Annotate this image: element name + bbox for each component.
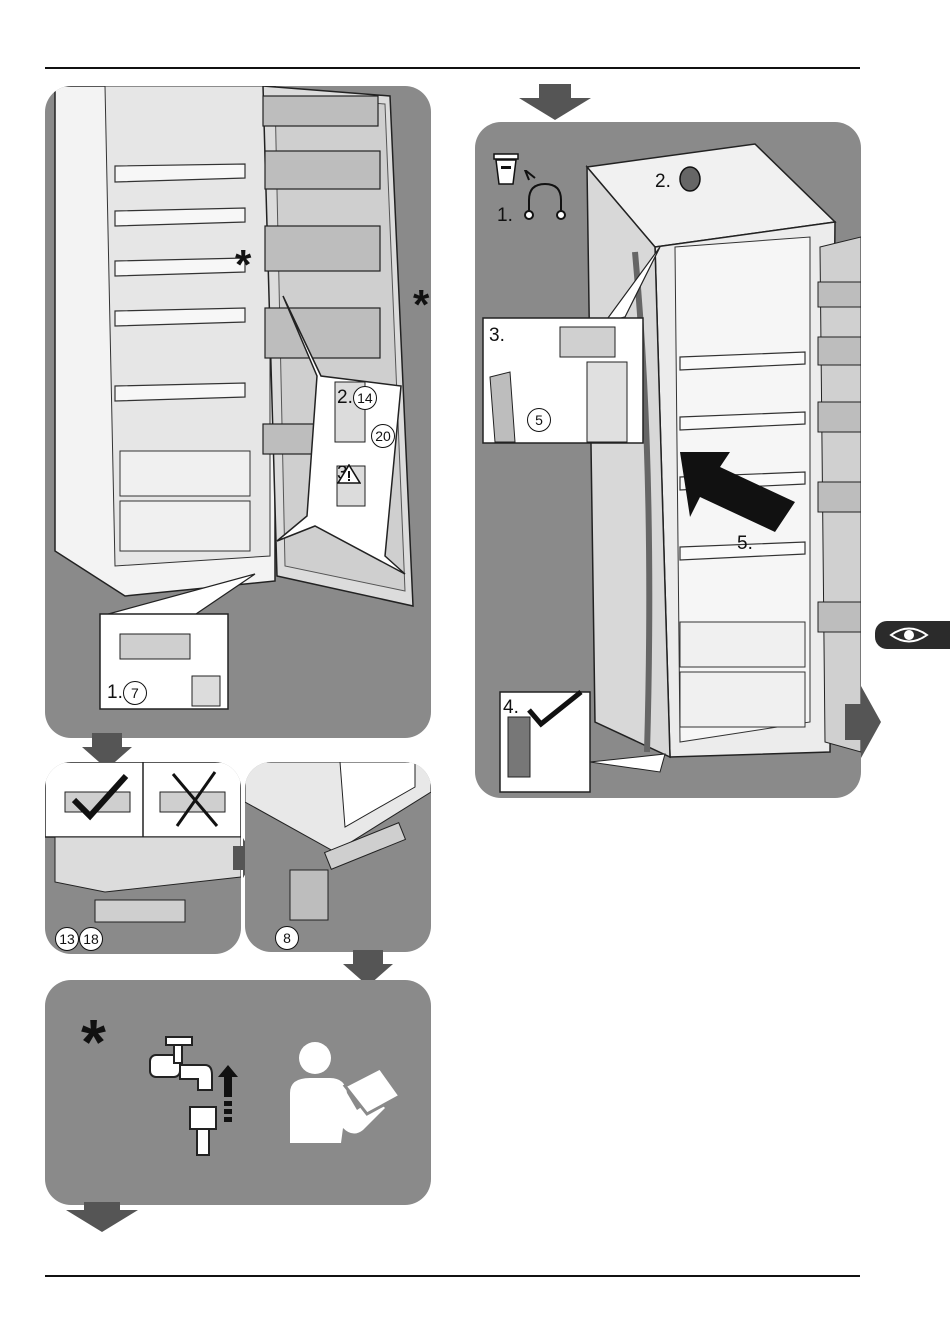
step-label: 1.7 xyxy=(107,681,147,705)
part-badge-label: 20 xyxy=(371,424,395,448)
part-badge: 14 xyxy=(353,386,377,410)
part-badge: 13 xyxy=(55,927,79,951)
part-badge-label: 5 xyxy=(527,408,551,432)
panel-niche-installation: 1. 2. 3. 5 5. 4. xyxy=(475,122,861,798)
cross-out-icon xyxy=(165,768,225,828)
screw-icon xyxy=(679,166,701,192)
panel-hinge-cover-drawing xyxy=(245,762,431,952)
bottom-rule xyxy=(45,1275,860,1277)
top-rule xyxy=(45,67,860,69)
step-label: 1. xyxy=(497,206,513,225)
water-tap-icon xyxy=(140,1035,250,1165)
part-badge: 8 xyxy=(275,926,299,950)
down-arrow-icon xyxy=(66,1202,138,1232)
step-label: 3. xyxy=(489,326,505,345)
step-label: 3. xyxy=(337,464,353,483)
part-badge: 7 xyxy=(123,681,147,705)
part-badge-label: 8 xyxy=(275,926,299,950)
eye-icon xyxy=(889,624,929,646)
read-manual-icon xyxy=(285,1038,405,1148)
panel-hinge-cover: 8 xyxy=(245,762,431,952)
step-label: 2.14 xyxy=(337,386,377,410)
panel-water-connection: * xyxy=(45,980,431,1205)
step-label: 2. xyxy=(655,172,671,191)
part-badge: 20 xyxy=(371,424,395,448)
check-mark-icon xyxy=(70,772,130,822)
section-tab xyxy=(875,621,950,649)
panel-door-removal: * * 2.14 20 3. 1.7 xyxy=(45,86,431,738)
step-label: 5. xyxy=(737,534,753,553)
right-arrow-icon xyxy=(845,686,881,758)
asterisk-mark: * xyxy=(235,244,251,286)
step-label: 4. xyxy=(503,698,519,717)
part-badge: 18 xyxy=(79,927,103,951)
asterisk-mark: * xyxy=(81,1010,106,1074)
panel-door-removal-drawing xyxy=(45,86,431,738)
down-arrow-icon xyxy=(519,84,591,120)
unclip-icon xyxy=(515,170,575,220)
asterisk-mark: * xyxy=(413,284,429,326)
check-mark-icon xyxy=(525,690,585,730)
part-badge: 5 xyxy=(527,408,551,432)
warning-triangle-icon xyxy=(337,464,361,484)
